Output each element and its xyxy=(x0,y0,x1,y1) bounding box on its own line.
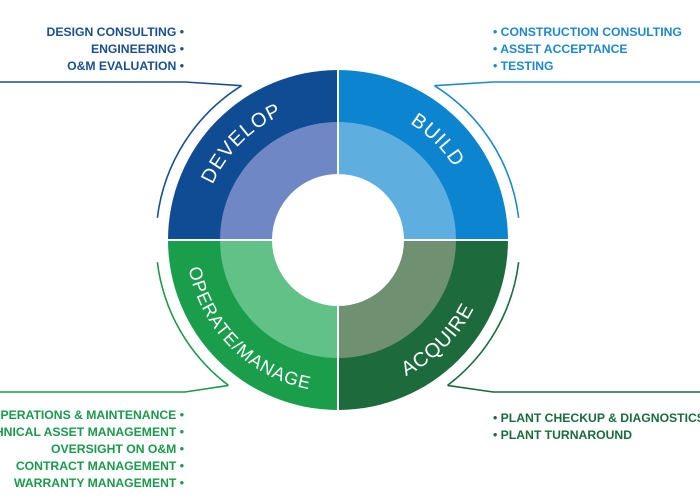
acquire-outer-arc xyxy=(447,262,520,386)
develop-connector-line xyxy=(0,81,242,87)
develop-outer-arc xyxy=(156,84,242,218)
build-service-item: • TESTING xyxy=(493,59,554,73)
develop-service-item: O&M EVALUATION • xyxy=(67,59,184,73)
build-connector-line xyxy=(434,81,700,87)
acquire-services-list: • PLANT CHECKUP & DIAGNOSTICS • PLANT TU… xyxy=(493,410,700,444)
build-service-item: • ASSET ACCEPTANCE xyxy=(493,42,628,56)
operate-service-item: WARRANTY MANAGEMENT • xyxy=(14,476,184,490)
center-hole xyxy=(272,174,404,306)
develop-services-list: DESIGN CONSULTING • ENGINEERING • O&M EV… xyxy=(47,24,184,75)
operate-outer-arc xyxy=(156,262,229,386)
build-service-item: • CONSTRUCTION CONSULTING xyxy=(493,25,682,39)
acquire-service-item: • PLANT CHECKUP & DIAGNOSTICS xyxy=(493,411,700,425)
operate-connector-line xyxy=(0,384,229,393)
develop-service-item: DESIGN CONSULTING • xyxy=(46,25,184,39)
operate-service-item: OPERATIONS & MAINTENANCE • xyxy=(0,408,184,422)
operate-service-item: TECHNICAL ASSET MANAGEMENT • xyxy=(0,425,184,439)
operate-service-item: CONTRACT MANAGEMENT • xyxy=(15,459,184,473)
acquire-service-item: • PLANT TURNAROUND xyxy=(493,428,633,442)
build-outer-arc xyxy=(434,84,520,218)
build-services-list: • CONSTRUCTION CONSULTING • ASSET ACCEPT… xyxy=(493,24,682,75)
operate-service-item: OVERSIGHT ON O&M • xyxy=(51,442,184,456)
acquire-connector-line xyxy=(447,384,700,393)
develop-service-item: ENGINEERING • xyxy=(91,42,184,56)
operate-services-list: OPERATIONS & MAINTENANCE • TECHNICAL ASS… xyxy=(0,407,184,492)
